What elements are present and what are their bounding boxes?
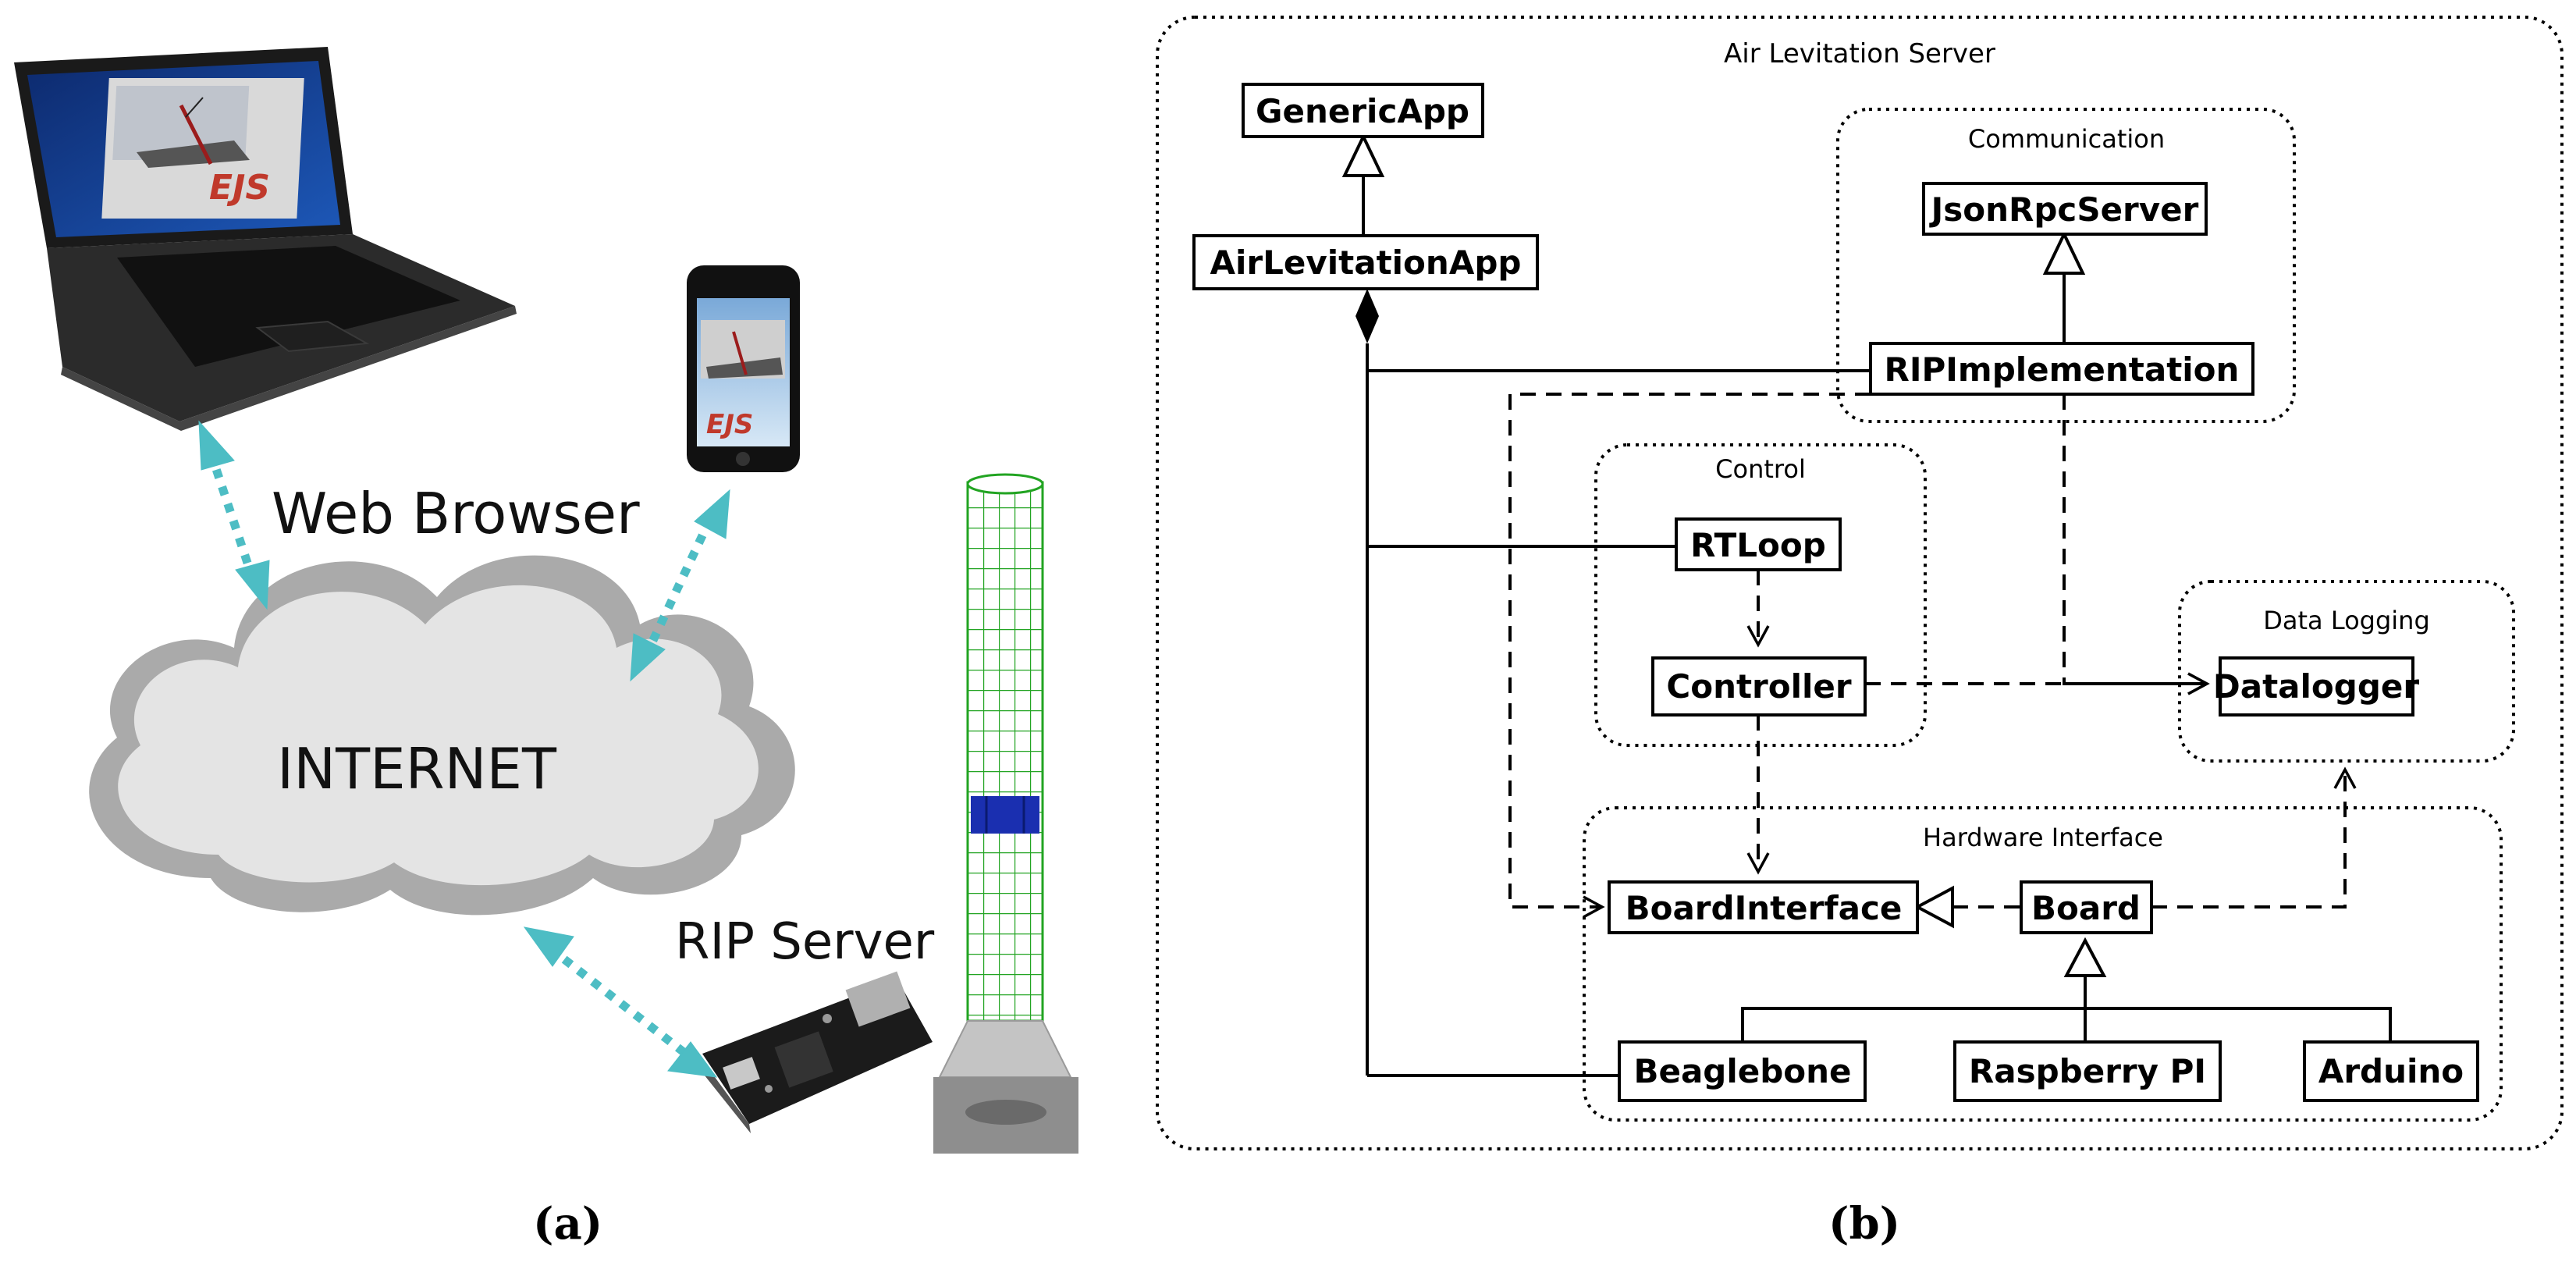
class-boardinterface: [1608, 880, 1919, 934]
class-airlevitationapp: [1192, 234, 1539, 290]
beaglebone-board-icon: [702, 971, 933, 1133]
class-ripimplementation: [1869, 342, 2254, 396]
communication-label: Communication: [1968, 124, 2165, 154]
arduino-label: Arduino: [2318, 1052, 2464, 1090]
caption-b: (b): [1828, 1198, 1901, 1250]
board-label: Board: [2031, 889, 2141, 927]
beaglebone-label: Beaglebone: [1633, 1052, 1851, 1090]
arrowhead-internet-server: [523, 926, 574, 967]
arrowhead-server: [667, 1041, 718, 1078]
realization-arrowhead-boardinterface: [1913, 885, 1954, 929]
control-label: Control: [1715, 454, 1806, 484]
laptop-internet-link: [206, 451, 258, 583]
generalization-arrowhead-board: [2063, 937, 2107, 977]
class-genericapp: [1242, 83, 1484, 138]
communication-group: [1836, 108, 2296, 423]
rip-server-label: RIP Server: [675, 913, 935, 971]
left-panel: EJS EJS Web Browser INTERNET RIP Server: [14, 47, 1078, 1154]
phone-ejs-logo: EJS: [706, 409, 753, 440]
internet-cloud-icon: INTERNET: [89, 555, 795, 916]
laptop-ejs-logo: EJS: [209, 168, 270, 208]
generalization-arrowhead-genericapp: [1341, 133, 1385, 177]
class-beaglebone: [1618, 1040, 1867, 1102]
controller-label: Controller: [1666, 667, 1852, 706]
arrowhead-phone: [694, 489, 730, 539]
jsonrpcserver-label: JsonRpcServer: [1929, 190, 2199, 229]
arrowhead-internet-phone: [630, 633, 666, 682]
phone-internet-link: [644, 517, 714, 654]
class-controller: [1651, 656, 1867, 717]
arrowhead-laptop: [198, 420, 235, 471]
boardinterface-label: BoardInterface: [1626, 889, 1903, 927]
airlevitationapp-label: AirLevitationApp: [1210, 244, 1522, 282]
smartphone-icon: EJS: [687, 265, 800, 472]
class-rtloop: [1675, 517, 1842, 571]
genericapp-label: GenericApp: [1256, 92, 1469, 130]
ripimplementation-label: RIPImplementation: [1885, 350, 2240, 389]
right-panel: Air Levitation Server Communication Cont…: [1156, 16, 2564, 1150]
generalization-hierarchy-bar: [1741, 1007, 2392, 1042]
dependency-rip-datalogger: [2063, 394, 2210, 695]
dependency-rip-boardinterface: [1508, 393, 1871, 919]
data-logging-label: Data Logging: [2263, 606, 2430, 635]
laptop-icon: EJS: [14, 47, 517, 431]
class-arduino: [2303, 1040, 2479, 1102]
class-raspberrypi: [1953, 1040, 2222, 1102]
arrowhead-internet-laptop: [235, 560, 270, 610]
rtloop-label: RTLoop: [1690, 526, 1826, 564]
dependency-board-datalogger: [2151, 766, 2357, 909]
composition-diamond: [1356, 289, 1379, 343]
internet-server-link: [547, 944, 694, 1061]
hardware-interface-label: Hardware Interface: [1923, 823, 2163, 852]
datalogger-label: Datalogger: [2213, 667, 2419, 706]
class-board: [2020, 880, 2153, 934]
uml-decorations: [1341, 133, 2107, 977]
levitating-ball: [971, 796, 1039, 834]
generalization-arrowhead-jsonrpcserver: [2042, 230, 2086, 275]
raspberrypi-label: Raspberry PI: [1969, 1052, 2206, 1090]
internet-label: INTERNET: [277, 736, 557, 802]
air-levitation-tube-icon: [933, 473, 1078, 1154]
class-jsonrpcserver: [1922, 182, 2208, 236]
class-datalogger: [2219, 656, 2414, 717]
connection-arrows: [198, 420, 730, 1078]
air-levitation-server-title: Air Levitation Server: [1724, 38, 1995, 69]
data-logging-group: [2178, 580, 2515, 763]
caption-a: (a): [533, 1198, 603, 1250]
air-levitation-server-boundary: [1156, 16, 2564, 1150]
web-browser-label: Web Browser: [272, 481, 640, 546]
